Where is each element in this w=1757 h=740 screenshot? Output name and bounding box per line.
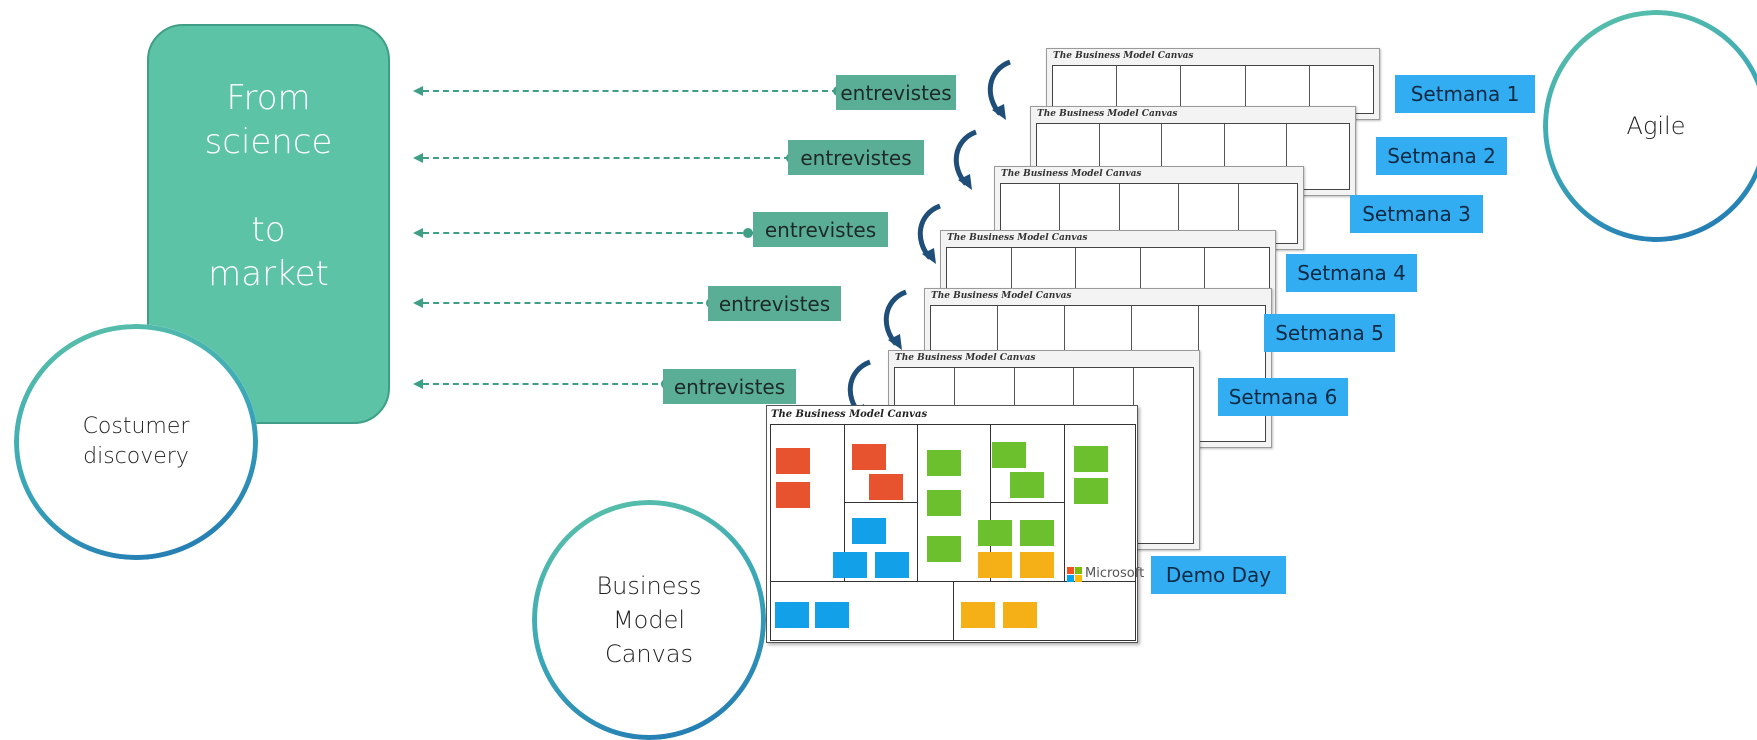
sticky-note: [1010, 472, 1044, 498]
customer-discovery-label: Costumer discovery: [82, 414, 190, 469]
canvas-sheet-title: The Business Model Canvas: [1037, 109, 1178, 119]
interview-tag-4: entrevistes: [708, 286, 841, 321]
main-line-5: market: [208, 254, 329, 294]
week-label-5: Setmana 5: [1264, 314, 1395, 352]
sticky-note: [961, 602, 995, 628]
connector-dot: [743, 228, 753, 238]
interview-tag-3: entrevistes: [753, 212, 888, 247]
week-label-2: Setmana 2: [1376, 137, 1507, 175]
agile-circle: Agile: [1543, 10, 1757, 242]
interview-tag-2: entrevistes: [788, 140, 924, 175]
iteration-arrow-icon: [883, 289, 908, 350]
dashed-line: [423, 302, 713, 304]
canvas-sheet-title: The Business Model Canvas: [1001, 169, 1142, 179]
canvas-sheet-grid: [1052, 65, 1374, 114]
sticky-note: [927, 490, 961, 516]
sticky-note: [1074, 478, 1108, 504]
sticky-note: [978, 552, 1012, 578]
main-line-3: [149, 164, 388, 208]
sticky-note: [978, 520, 1012, 546]
sticky-note: [927, 450, 961, 476]
final-business-model-canvas: The Business Model Canvas Microsoft: [766, 405, 1144, 643]
canvas-sheet-title: The Business Model Canvas: [895, 353, 1036, 363]
sticky-note: [776, 448, 810, 474]
main-line-2: science: [204, 122, 333, 162]
sticky-note: [833, 552, 867, 578]
dashed-line: [423, 232, 753, 234]
bmc-revenue-streams: [953, 581, 1136, 641]
arrow-head: [413, 86, 423, 96]
iteration-arrow-icon: [917, 203, 942, 264]
sticky-note: [875, 552, 909, 578]
dashed-line: [423, 90, 838, 92]
microsoft-logo-icon: [1067, 567, 1082, 582]
sticky-note: [1074, 446, 1108, 472]
arrow-head: [413, 153, 423, 163]
main-line-4: to: [251, 210, 286, 250]
business-model-canvas-circle: Business Model Canvas: [532, 500, 766, 740]
sticky-note: [1020, 552, 1054, 578]
microsoft-label: Microsoft: [1085, 566, 1145, 581]
canvas-sheet-title: The Business Model Canvas: [947, 233, 1088, 243]
sticky-note: [776, 482, 810, 508]
week-label-4: Setmana 4: [1286, 254, 1417, 292]
sticky-note: [992, 442, 1026, 468]
main-line-1: From: [226, 78, 311, 118]
demo-day-label: Demo Day: [1151, 556, 1286, 594]
sticky-note: [927, 536, 961, 562]
week-label-3: Setmana 3: [1350, 195, 1483, 233]
iteration-arrow-icon: [987, 59, 1012, 120]
arrow-head: [413, 379, 423, 389]
dashed-line: [423, 157, 790, 159]
interview-tag-1: entrevistes: [836, 75, 956, 110]
canvas-sheet-title: The Business Model Canvas: [1053, 51, 1194, 61]
sticky-note: [815, 602, 849, 628]
week-label-6: Setmana 6: [1218, 378, 1348, 416]
iteration-arrow-icon: [953, 129, 978, 190]
sticky-note: [852, 444, 886, 470]
week-label-1: Setmana 1: [1395, 75, 1535, 113]
interview-tag-5: entrevistes: [663, 369, 796, 404]
business-model-canvas-label: Business Model Canvas: [596, 572, 702, 668]
sticky-note: [1020, 520, 1054, 546]
sticky-note: [1003, 602, 1037, 628]
sticky-note: [775, 602, 809, 628]
sticky-note: [852, 518, 886, 544]
sticky-note: [869, 474, 903, 500]
agile-label: Agile: [1626, 112, 1686, 140]
customer-discovery-circle: Costumer discovery: [14, 324, 258, 560]
canvas-sheet-title: The Business Model Canvas: [931, 291, 1072, 301]
dashed-line: [423, 383, 668, 385]
bmc-title: The Business Model Canvas: [771, 409, 928, 420]
arrow-head: [413, 228, 423, 238]
arrow-head: [413, 298, 423, 308]
